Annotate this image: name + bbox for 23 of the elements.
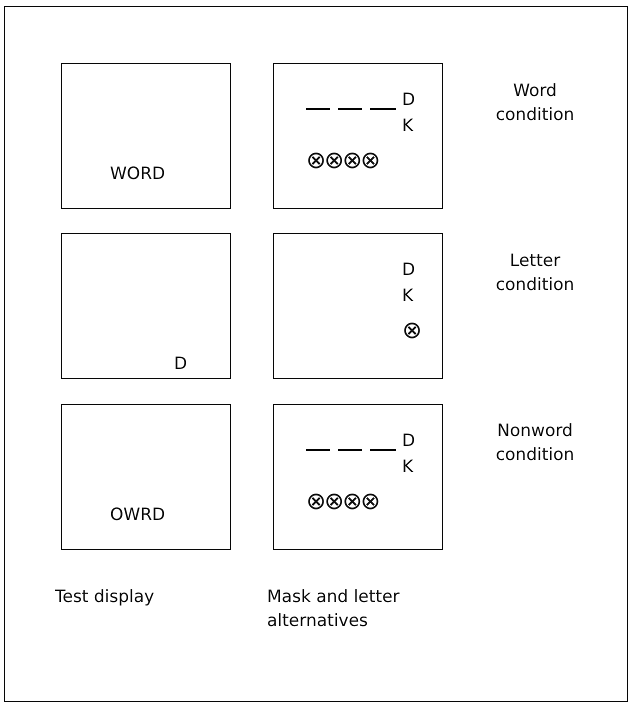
letter: D (402, 431, 416, 451)
column-label: Mask and letter alternatives (267, 586, 401, 633)
display-frame (61, 404, 231, 550)
letter: D (174, 354, 188, 374)
row-label: Word condition (494, 80, 576, 127)
letter: D (402, 260, 416, 280)
mask-symbols: ⊗⊗⊗⊗ (306, 487, 378, 515)
display-frame (273, 63, 443, 209)
letter: K (402, 286, 414, 306)
display-frame (61, 63, 231, 209)
letter: WORD (110, 164, 166, 184)
letter: K (402, 116, 414, 136)
mask-symbols: ⊗ (402, 316, 420, 344)
column-label: Test display (55, 586, 156, 609)
display-frame (273, 233, 443, 379)
letter: D (402, 90, 416, 110)
mask-symbols: ⊗⊗⊗⊗ (306, 146, 378, 174)
row-label: Letter condition (494, 250, 576, 297)
display-frame (61, 233, 231, 379)
letter: OWRD (110, 505, 166, 525)
display-frame (273, 404, 443, 550)
row-label: Nonword condition (494, 420, 576, 467)
letter: K (402, 457, 414, 477)
